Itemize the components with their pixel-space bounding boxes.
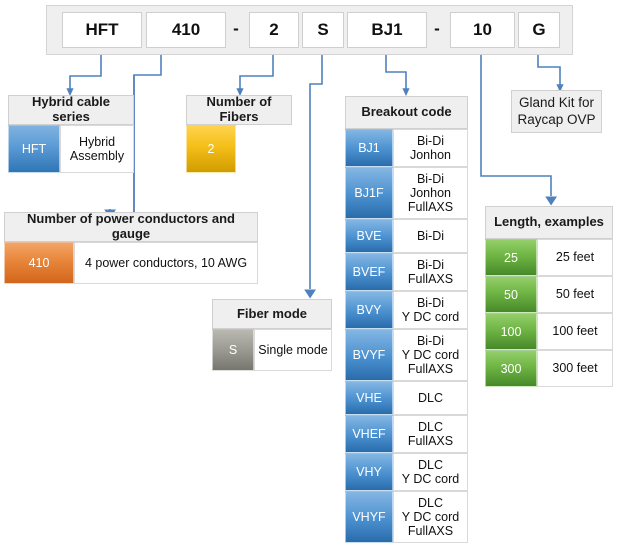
desc-cell: Bi-Di Jonhon FullAXS: [393, 167, 468, 219]
code-cell: BVY: [345, 291, 393, 329]
desc-cell: 50 feet: [537, 276, 613, 313]
code-cell: BVEF: [345, 253, 393, 291]
code-cell: 2: [186, 125, 236, 173]
card-power-conductors: Number of power conductors and gauge 410…: [4, 211, 258, 284]
code-cell: VHYF: [345, 491, 393, 543]
code-cell: 100: [485, 313, 537, 350]
pn-dash-2: -: [434, 19, 440, 38]
pn-box-gland[interactable]: G: [518, 12, 560, 48]
pn-box-fibermode[interactable]: S: [302, 12, 344, 48]
code-cell: BVE: [345, 219, 393, 253]
code-cell: VHE: [345, 381, 393, 415]
code-cell: S: [212, 329, 254, 371]
arrow-fibermode: [304, 289, 316, 299]
card-hybrid-cable-series: Hybrid cable series HFT Hybrid Assembly: [8, 94, 134, 173]
desc-cell: 300 feet: [537, 350, 613, 387]
desc-cell: Hybrid Assembly: [60, 125, 134, 173]
desc-cell: Bi-Di Y DC cord: [393, 291, 468, 329]
desc-cell: Bi-Di Jonhon: [393, 129, 468, 167]
desc-cell: DLC Y DC cord FullAXS: [393, 491, 468, 543]
table-row[interactable]: 410 4 power conductors, 10 AWG: [4, 242, 258, 284]
desc-cell: Bi-Di: [393, 219, 468, 253]
card-title-length: Length, examples: [485, 206, 613, 239]
code-cell: BJ1: [345, 129, 393, 167]
code-cell: BJ1F: [345, 167, 393, 219]
wire-hft-to-series: [66, 52, 102, 97]
desc-cell: 25 feet: [537, 239, 613, 276]
arrow-length: [545, 196, 557, 206]
card-title-fibers: Number of Fibers: [186, 94, 292, 125]
wire-2-to-fibers: [236, 52, 274, 97]
wire-s-to-fibermode-seg: [309, 52, 323, 289]
code-cell: 50: [485, 276, 537, 313]
pn-box-breakout[interactable]: BJ1: [347, 12, 427, 48]
desc-cell: DLC Y DC cord: [393, 453, 468, 491]
desc-cell: DLC: [393, 381, 468, 415]
card-title-breakout: Breakout code: [345, 96, 468, 129]
code-cell: 300: [485, 350, 537, 387]
box-gland-kit[interactable]: Gland Kit for Raycap OVP: [511, 90, 602, 133]
table-row[interactable]: 2: [186, 125, 292, 173]
table-row[interactable]: HFT Hybrid Assembly: [8, 125, 134, 173]
pn-box-length[interactable]: 10: [450, 12, 515, 48]
table-row[interactable]: S Single mode: [212, 329, 332, 371]
card-title-fibermode: Fiber mode: [212, 299, 332, 329]
card-fiber-mode: Fiber mode S Single mode: [212, 299, 332, 371]
pn-box-conductors[interactable]: 410: [146, 12, 226, 48]
code-cell: VHEF: [345, 415, 393, 453]
desc-cell: Bi-Di Y DC cord FullAXS: [393, 329, 468, 381]
card-title-conductors: Number of power conductors and gauge: [4, 211, 258, 242]
pn-dash-1: -: [233, 19, 239, 38]
desc-cell: Bi-Di FullAXS: [393, 253, 468, 291]
desc-cell: 100 feet: [537, 313, 613, 350]
code-cell: HFT: [8, 125, 60, 173]
pn-box-fibers[interactable]: 2: [249, 12, 299, 48]
card-number-of-fibers: Number of Fibers 2: [186, 94, 292, 173]
desc-cell: 4 power conductors, 10 AWG: [74, 242, 258, 284]
desc-cell: DLC FullAXS: [393, 415, 468, 453]
code-cell: 25: [485, 239, 537, 276]
code-cell: 410: [4, 242, 74, 284]
code-cell: BVYF: [345, 329, 393, 381]
desc-cell: Single mode: [254, 329, 332, 371]
wire-g-to-gland: [537, 52, 564, 93]
card-title-series: Hybrid cable series: [8, 94, 134, 125]
pn-box-series[interactable]: HFT: [62, 12, 142, 48]
code-cell: VHY: [345, 453, 393, 491]
wire-bj1-to-breakout: [385, 52, 410, 97]
